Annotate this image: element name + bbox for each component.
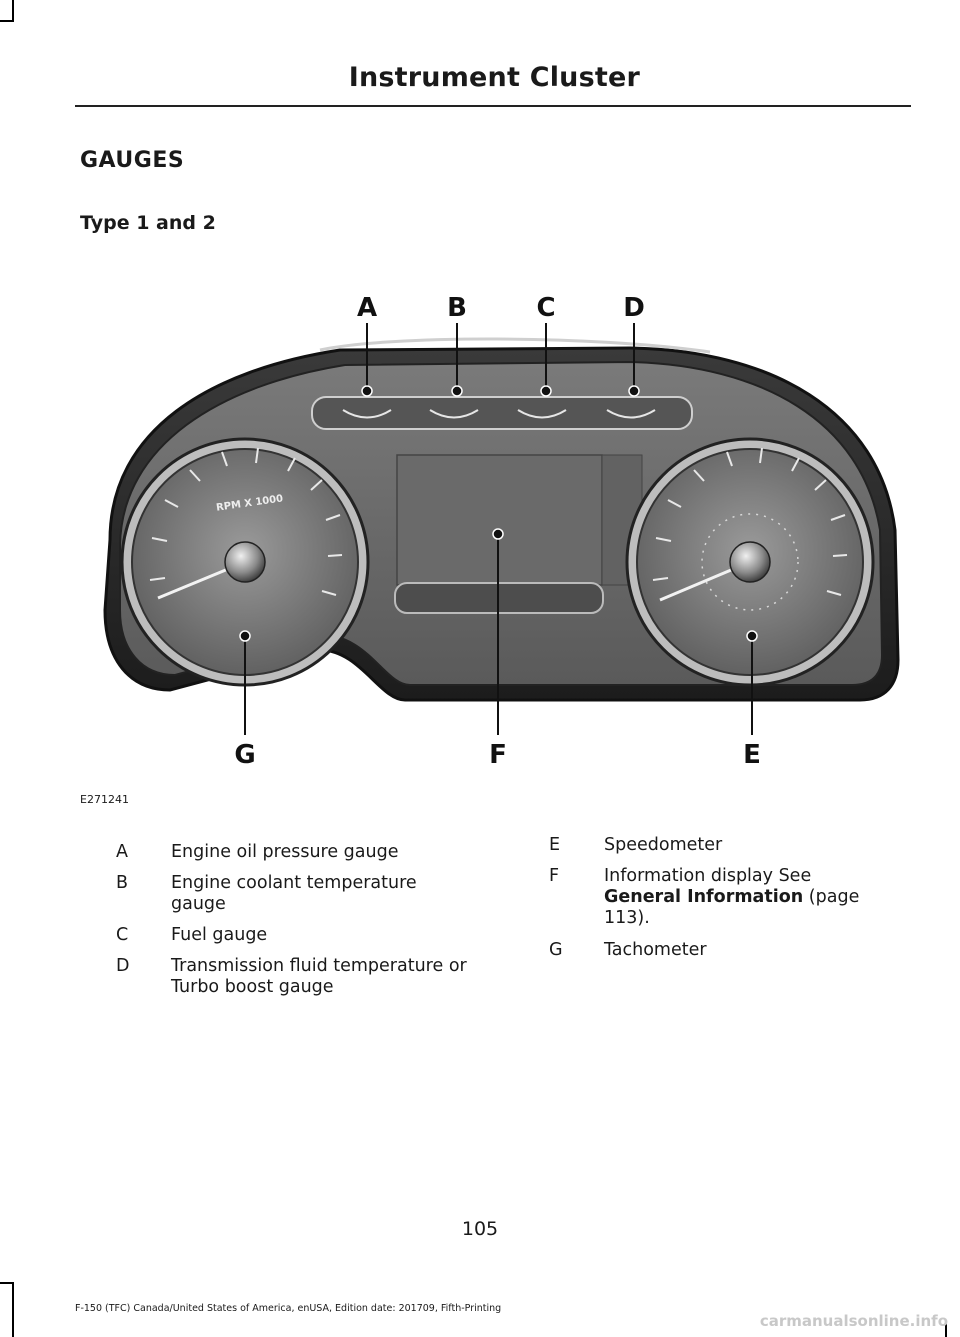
legend-text: Fuel gauge — [171, 925, 268, 945]
page-header-title: Instrument Cluster — [348, 62, 640, 93]
center-display — [396, 454, 603, 586]
legend-text: Transmission fluid temperature or Turbo … — [171, 956, 467, 997]
callout-f: F — [489, 740, 507, 770]
legend-key: F — [549, 866, 560, 886]
section-subheading: Type 1 and 2 — [80, 212, 216, 234]
legend-text-suffix: (page 113). — [604, 887, 860, 928]
legend-text-prefix: Information display See — [604, 866, 812, 886]
callout-g: G — [234, 740, 255, 770]
legend-text: Speedometer — [604, 835, 723, 855]
legend-key: A — [116, 842, 128, 862]
gauge-strip — [311, 396, 693, 430]
header-divider — [75, 105, 911, 107]
callout-b: B — [447, 293, 467, 323]
legend-text: Information display See General Informat… — [604, 866, 884, 929]
legend-key: D — [116, 956, 130, 976]
legend-key: G — [549, 940, 563, 960]
crop-mark-top-left-v — [12, 0, 14, 22]
tachometer-dial: RPM X 1000 — [120, 437, 370, 687]
legend-key: C — [116, 925, 129, 945]
legend-text: Tachometer — [604, 940, 707, 960]
figure-id: E271241 — [80, 793, 129, 806]
callout-e: E — [743, 740, 761, 770]
crop-mark-bottom-left-h — [0, 1282, 14, 1284]
section-heading: GAUGES — [80, 148, 185, 173]
callout-d: D — [623, 293, 645, 323]
speedometer-dial — [625, 437, 875, 687]
callout-a: A — [357, 293, 377, 323]
legend-text: Engine coolant temperature gauge — [171, 873, 417, 914]
crop-mark-top-left-h — [0, 20, 14, 22]
watermark: carmanualsonline.info — [759, 1312, 948, 1330]
legend-left-column: A Engine oil pressure gauge B Engine coo… — [116, 842, 476, 1012]
callout-c: C — [536, 293, 555, 323]
legend-right-column: E Speedometer F Information display See … — [549, 835, 909, 975]
footer-edition-info: F-150 (TFC) Canada/United States of Amer… — [75, 1303, 502, 1314]
legend-text: Engine oil pressure gauge — [171, 842, 399, 862]
legend-key: E — [549, 835, 561, 855]
instrument-cluster-illustration: RPM X 1000 — [90, 280, 910, 780]
cross-reference-link[interactable]: General Information — [604, 887, 804, 907]
crop-mark-bottom-left-v — [12, 1282, 14, 1337]
legend-key: B — [116, 873, 129, 893]
page-number: 105 — [461, 1218, 499, 1240]
crop-mark-bottom-right-v — [945, 1320, 947, 1337]
